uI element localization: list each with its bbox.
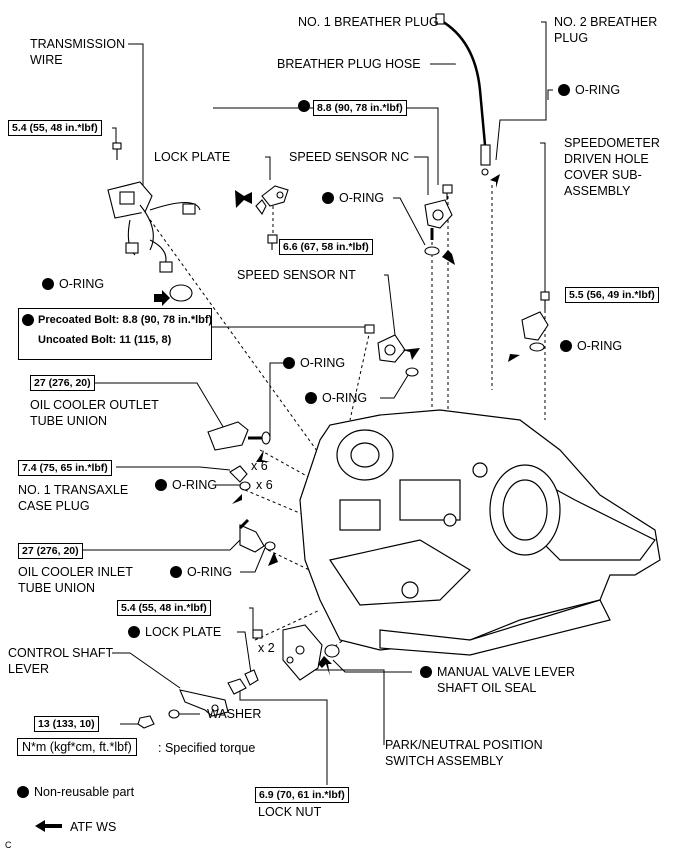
label-breather-plug-hose: BREATHER PLUG HOSE — [277, 57, 421, 71]
label-park-neutral-2: SWITCH ASSEMBLY — [385, 754, 504, 768]
label-no2-breather-plug: NO. 2 BREATHER — [554, 15, 658, 29]
label-no1-transaxle: NO. 1 TRANSAXLE — [18, 483, 129, 497]
label-control-shaft-2: LEVER — [8, 662, 49, 676]
label-no2-breather-plug-line2: PLUG — [554, 31, 589, 45]
figure-code: C — [5, 840, 12, 850]
legend-non-reusable: Non-reusable part — [17, 785, 134, 800]
label-x6-b: x 6 — [256, 478, 273, 492]
label-speedo-cover-2: DRIVEN HOLE — [564, 152, 649, 166]
label-x6-a: x 6 — [251, 459, 268, 473]
label-oil-cooler-inlet-2: TUBE UNION — [18, 581, 96, 595]
non-reusable-dot-icon — [558, 84, 570, 96]
label-oil-cooler-inlet: OIL COOLER INLET — [18, 565, 133, 579]
label-speed-sensor-nc: SPEED SENSOR NC — [289, 150, 410, 164]
torque-lock-nut: 6.9 (70, 61 in.*lbf) — [255, 787, 349, 803]
precoated-dot — [22, 313, 39, 328]
legend-atf: ATF WS — [70, 820, 117, 834]
label-no1-transaxle-2: CASE PLUG — [18, 499, 90, 513]
label-x2: x 2 — [258, 641, 275, 655]
legend-torque-desc: : Specified torque — [158, 741, 256, 755]
label-transmission-wire-line2: WIRE — [30, 53, 63, 67]
torque-lock-plate: 6.6 (67, 58 in.*lbf) — [279, 239, 373, 255]
torque-nc-bolt: 8.8 (90, 78 in.*lbf) — [313, 100, 407, 116]
label-lock-plate-bottom: LOCK PLATE — [128, 625, 221, 640]
torque-precoated: Precoated Bolt: 8.8 (90, 78 in.*lbf) — [38, 314, 213, 326]
bolt-torque-panel — [18, 308, 212, 360]
non-reusable-dot-icon — [560, 340, 572, 352]
label-oring-outlet: O-RING — [283, 356, 345, 371]
non-reusable-dot-icon — [128, 626, 140, 638]
torque-uncoated: Uncoated Bolt: 11 (115, 8) — [38, 334, 172, 346]
torque-outlet: 27 (276, 20) — [30, 375, 95, 391]
non-reusable-dot-icon — [170, 566, 182, 578]
label-speedo-cover-4: ASSEMBLY — [564, 184, 631, 198]
label-lock-nut: LOCK NUT — [258, 805, 322, 819]
torque-case-plug: 7.4 (75, 65 in.*lbf) — [18, 460, 112, 476]
label-manual-valve: MANUAL VALVE LEVER — [420, 665, 575, 680]
label-park-neutral: PARK/NEUTRAL POSITION — [385, 738, 543, 752]
torque-speedo: 5.5 (56, 49 in.*lbf) — [565, 287, 659, 303]
torque-wire-bolt: 5.4 (55, 48 in.*lbf) — [8, 120, 102, 136]
label-oring-inlet: O-RING — [170, 565, 232, 580]
nc-bolt-dot — [298, 99, 315, 114]
label-control-shaft: CONTROL SHAFT — [8, 646, 114, 660]
non-reusable-dot-icon — [298, 100, 310, 112]
non-reusable-dot-icon — [42, 278, 54, 290]
torque-pnp: 5.4 (55, 48 in.*lbf) — [117, 600, 211, 616]
label-speedo-cover-1: SPEEDOMETER — [564, 136, 660, 150]
label-oring-top-right: O-RING — [558, 83, 620, 98]
label-oring-nt: O-RING — [305, 391, 367, 406]
label-oring-nc: O-RING — [322, 191, 384, 206]
non-reusable-dot-icon — [283, 357, 295, 369]
non-reusable-dot-icon — [305, 392, 317, 404]
label-oring-speedo: O-RING — [560, 339, 622, 354]
label-washer: WASHER — [207, 707, 262, 721]
label-lock-plate-top: LOCK PLATE — [154, 150, 231, 164]
torque-nut-13: 13 (133, 10) — [34, 716, 99, 732]
label-oil-cooler-outlet-2: TUBE UNION — [30, 414, 108, 428]
label-oil-cooler-outlet: OIL COOLER OUTLET — [30, 398, 159, 412]
label-speedo-cover-3: COVER SUB- — [564, 168, 642, 182]
torque-inlet: 27 (276, 20) — [18, 543, 83, 559]
non-reusable-dot-icon — [17, 786, 29, 798]
non-reusable-dot-icon — [420, 666, 432, 678]
legend-torque-box: N*m (kgf*cm, ft.*lbf) — [17, 738, 137, 756]
label-oring-case-plug: O-RING — [155, 478, 217, 493]
label-manual-valve-2: SHAFT OIL SEAL — [437, 681, 537, 695]
label-oring-left: O-RING — [42, 277, 104, 292]
non-reusable-dot-icon — [155, 479, 167, 491]
label-speed-sensor-nt: SPEED SENSOR NT — [237, 268, 356, 282]
non-reusable-dot-icon — [22, 314, 34, 326]
label-no1-breather-plug: NO. 1 BREATHER PLUG — [298, 15, 439, 29]
non-reusable-dot-icon — [322, 192, 334, 204]
label-transmission-wire: TRANSMISSION — [30, 37, 126, 51]
